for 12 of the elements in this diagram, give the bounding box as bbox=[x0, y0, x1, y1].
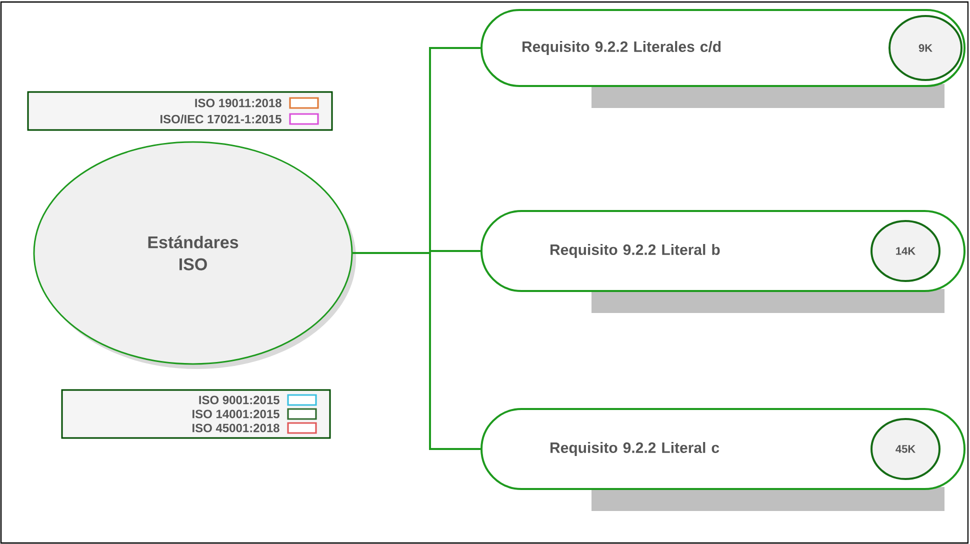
connector-line bbox=[352, 252, 480, 450]
legend-text: ISO/IEC 17021-1:2015 bbox=[160, 114, 282, 124]
legend-text: ISO 9001:2015 bbox=[199, 396, 280, 404]
count-badge: 14K bbox=[870, 220, 940, 282]
node-label: Requisito 9.2.2 Literal c bbox=[550, 442, 720, 456]
legend-text: ISO 45001:2018 bbox=[192, 424, 280, 432]
node-label: Requisito 9.2.2 Literal b bbox=[550, 244, 720, 258]
count-badge: 9K bbox=[888, 15, 962, 81]
node-label: Requisito 9.2.2 Literales c/d bbox=[522, 41, 721, 55]
legend-text: ISO 19011:2018 bbox=[195, 98, 282, 108]
count-badge: 45K bbox=[870, 418, 940, 480]
legend-text: ISO 14001:2015 bbox=[192, 410, 280, 418]
